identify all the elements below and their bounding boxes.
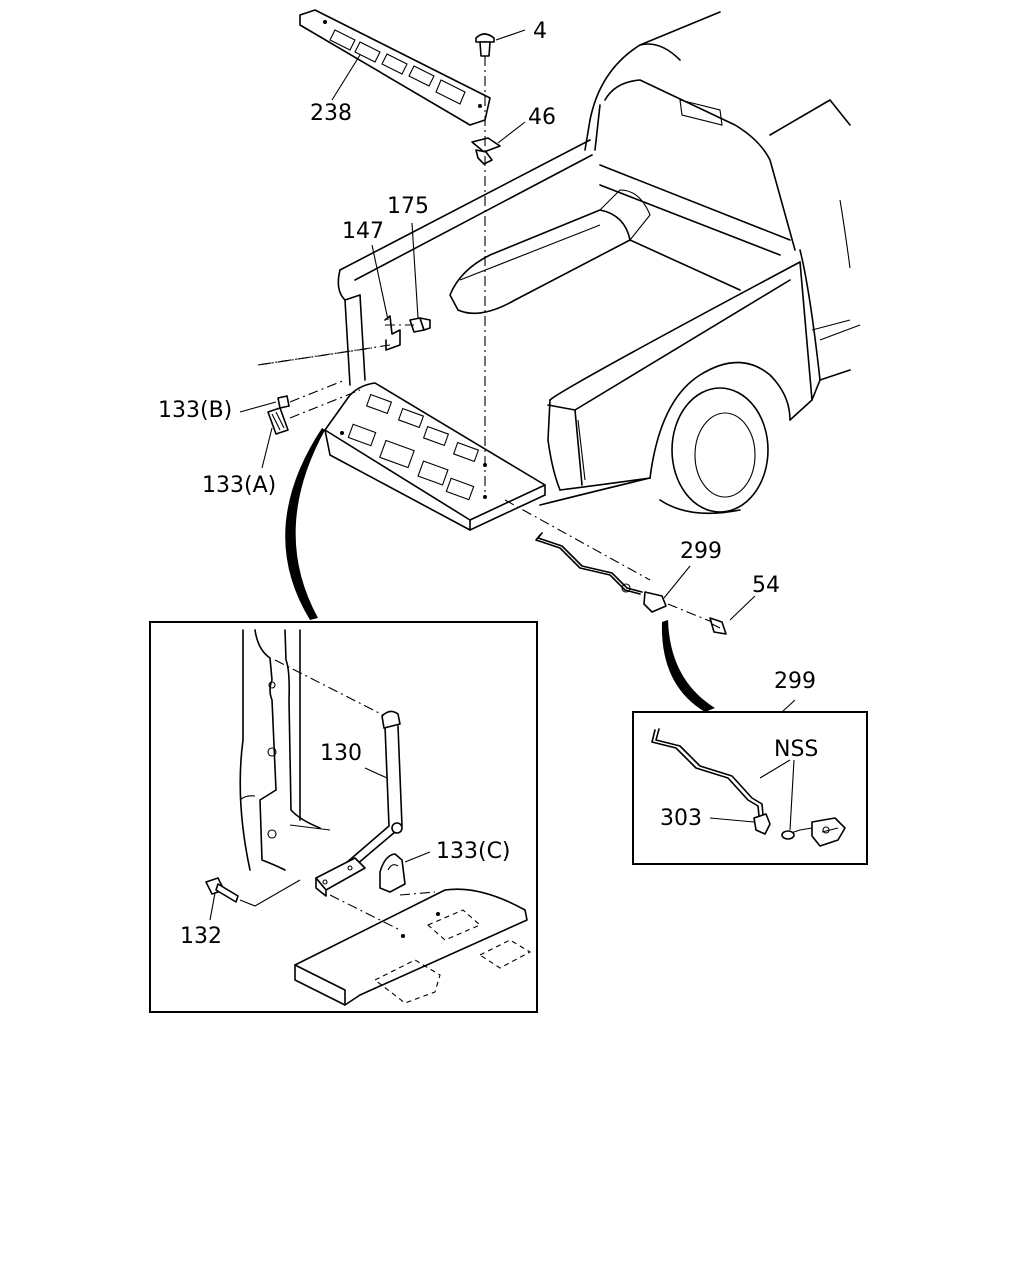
callout-54: 54 — [752, 573, 780, 598]
callout-303: 303 — [660, 806, 702, 831]
callout-labels: 4 238 46 175 147 133(B) 133(A) 299 54 13… — [158, 19, 818, 949]
part-54-bolt — [709, 617, 727, 635]
callout-238: 238 — [310, 101, 352, 126]
callout-147: 147 — [342, 219, 384, 244]
part-175-bolt — [409, 317, 431, 333]
callout-nss: NSS — [774, 737, 818, 762]
callout-175: 175 — [387, 194, 429, 219]
callout-4: 4 — [533, 19, 547, 44]
part-133b-nut — [277, 395, 290, 409]
callout-299-detail: 299 — [774, 669, 816, 694]
detail-arrows — [285, 428, 715, 712]
part-46-grommet — [471, 137, 501, 165]
callout-130: 130 — [320, 741, 362, 766]
detail-box-latch — [632, 699, 868, 865]
tailgate — [324, 382, 546, 531]
part-133a-pad — [267, 407, 289, 435]
detail-box-hinge — [149, 621, 538, 1013]
callout-46: 46 — [528, 105, 556, 130]
truck-body — [337, 11, 861, 515]
callout-133b: 133(B) — [158, 398, 232, 423]
part-299-latch-rod — [535, 532, 667, 613]
callout-133a: 133(A) — [202, 473, 276, 498]
part-147-bracket — [384, 315, 401, 351]
leader-lines — [239, 29, 756, 623]
callout-132: 132 — [180, 924, 222, 949]
part-4-clip — [475, 33, 495, 57]
callout-299: 299 — [680, 539, 722, 564]
callout-133c: 133(C) — [436, 839, 511, 864]
